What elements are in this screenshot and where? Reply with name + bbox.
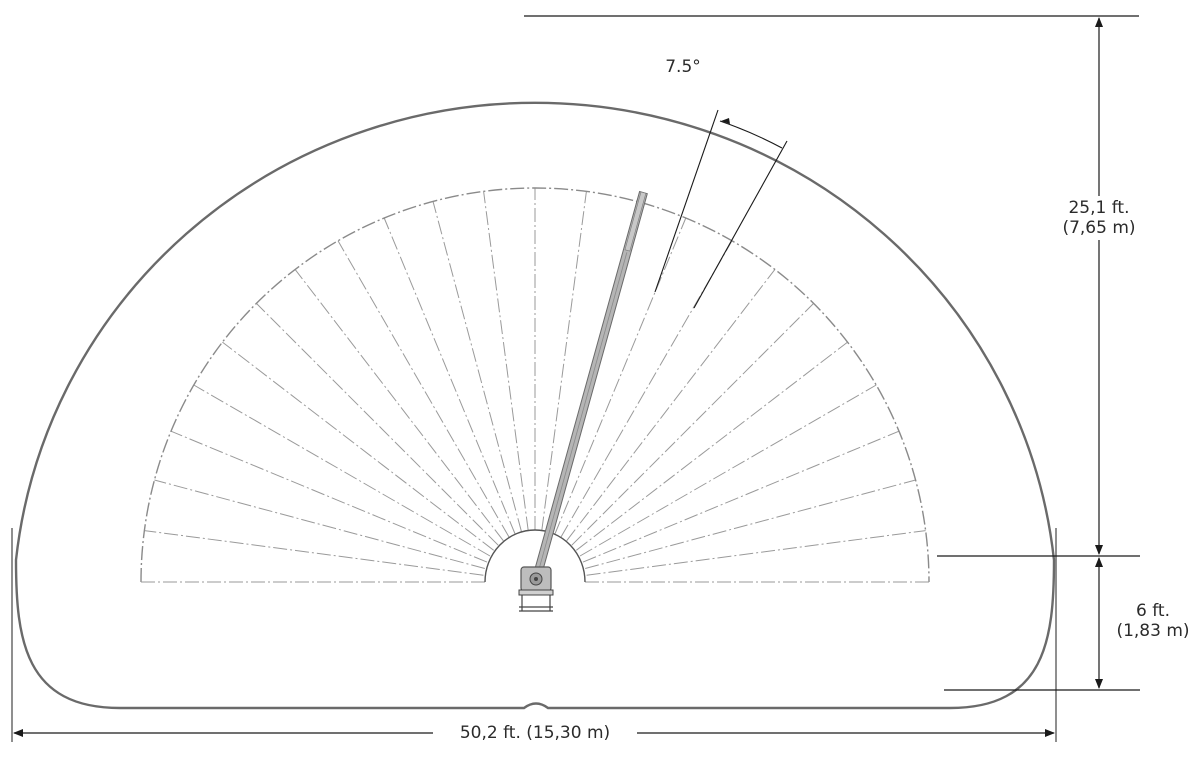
sweep-ray	[432, 201, 522, 532]
sweep-ray	[144, 530, 484, 576]
sweep-ray	[383, 217, 516, 535]
radius-dimension-label: 25,1 ft. (7,65 m)	[1050, 196, 1148, 240]
inner-hub-arc	[484, 529, 586, 583]
sweep-ray	[154, 479, 485, 569]
offset-imperial: 6 ft.	[1136, 601, 1170, 621]
width-dimension-label: 50,2 ft. (15,30 m)	[433, 723, 637, 743]
sweep-ray	[582, 430, 900, 563]
base-unit	[518, 566, 554, 612]
sweep-ray	[586, 530, 926, 576]
angle-label: 7.5°	[665, 57, 701, 77]
sweep-ray	[337, 240, 510, 538]
sweep-ray	[193, 384, 491, 557]
offset-metric: (1,83 m)	[1116, 621, 1190, 641]
outer-coverage-outline	[14, 101, 1056, 710]
radius-metric: (7,65 m)	[1062, 218, 1136, 238]
sweep-ray	[222, 341, 495, 551]
angle-indicator	[654, 109, 788, 309]
sweep-arc	[140, 187, 930, 583]
sweep-ray	[256, 303, 499, 546]
sweep-ray	[571, 303, 814, 546]
radius-imperial: 25,1 ft.	[1068, 198, 1130, 218]
offset-dimension-label: 6 ft. (1,83 m)	[1108, 600, 1198, 642]
sweep-ray	[170, 430, 488, 563]
sweep-ray	[566, 269, 776, 542]
sweep-ray	[585, 479, 916, 569]
sweep-ray	[294, 269, 504, 542]
sweep-ray	[541, 191, 587, 531]
sweep-rays	[144, 188, 926, 576]
sweep-ray	[554, 217, 687, 535]
sweep-ray	[579, 384, 877, 557]
sweep-ray	[575, 341, 848, 551]
sweep-ray	[560, 240, 733, 538]
boom-arm	[530, 190, 648, 584]
sweep-ray	[483, 191, 529, 531]
